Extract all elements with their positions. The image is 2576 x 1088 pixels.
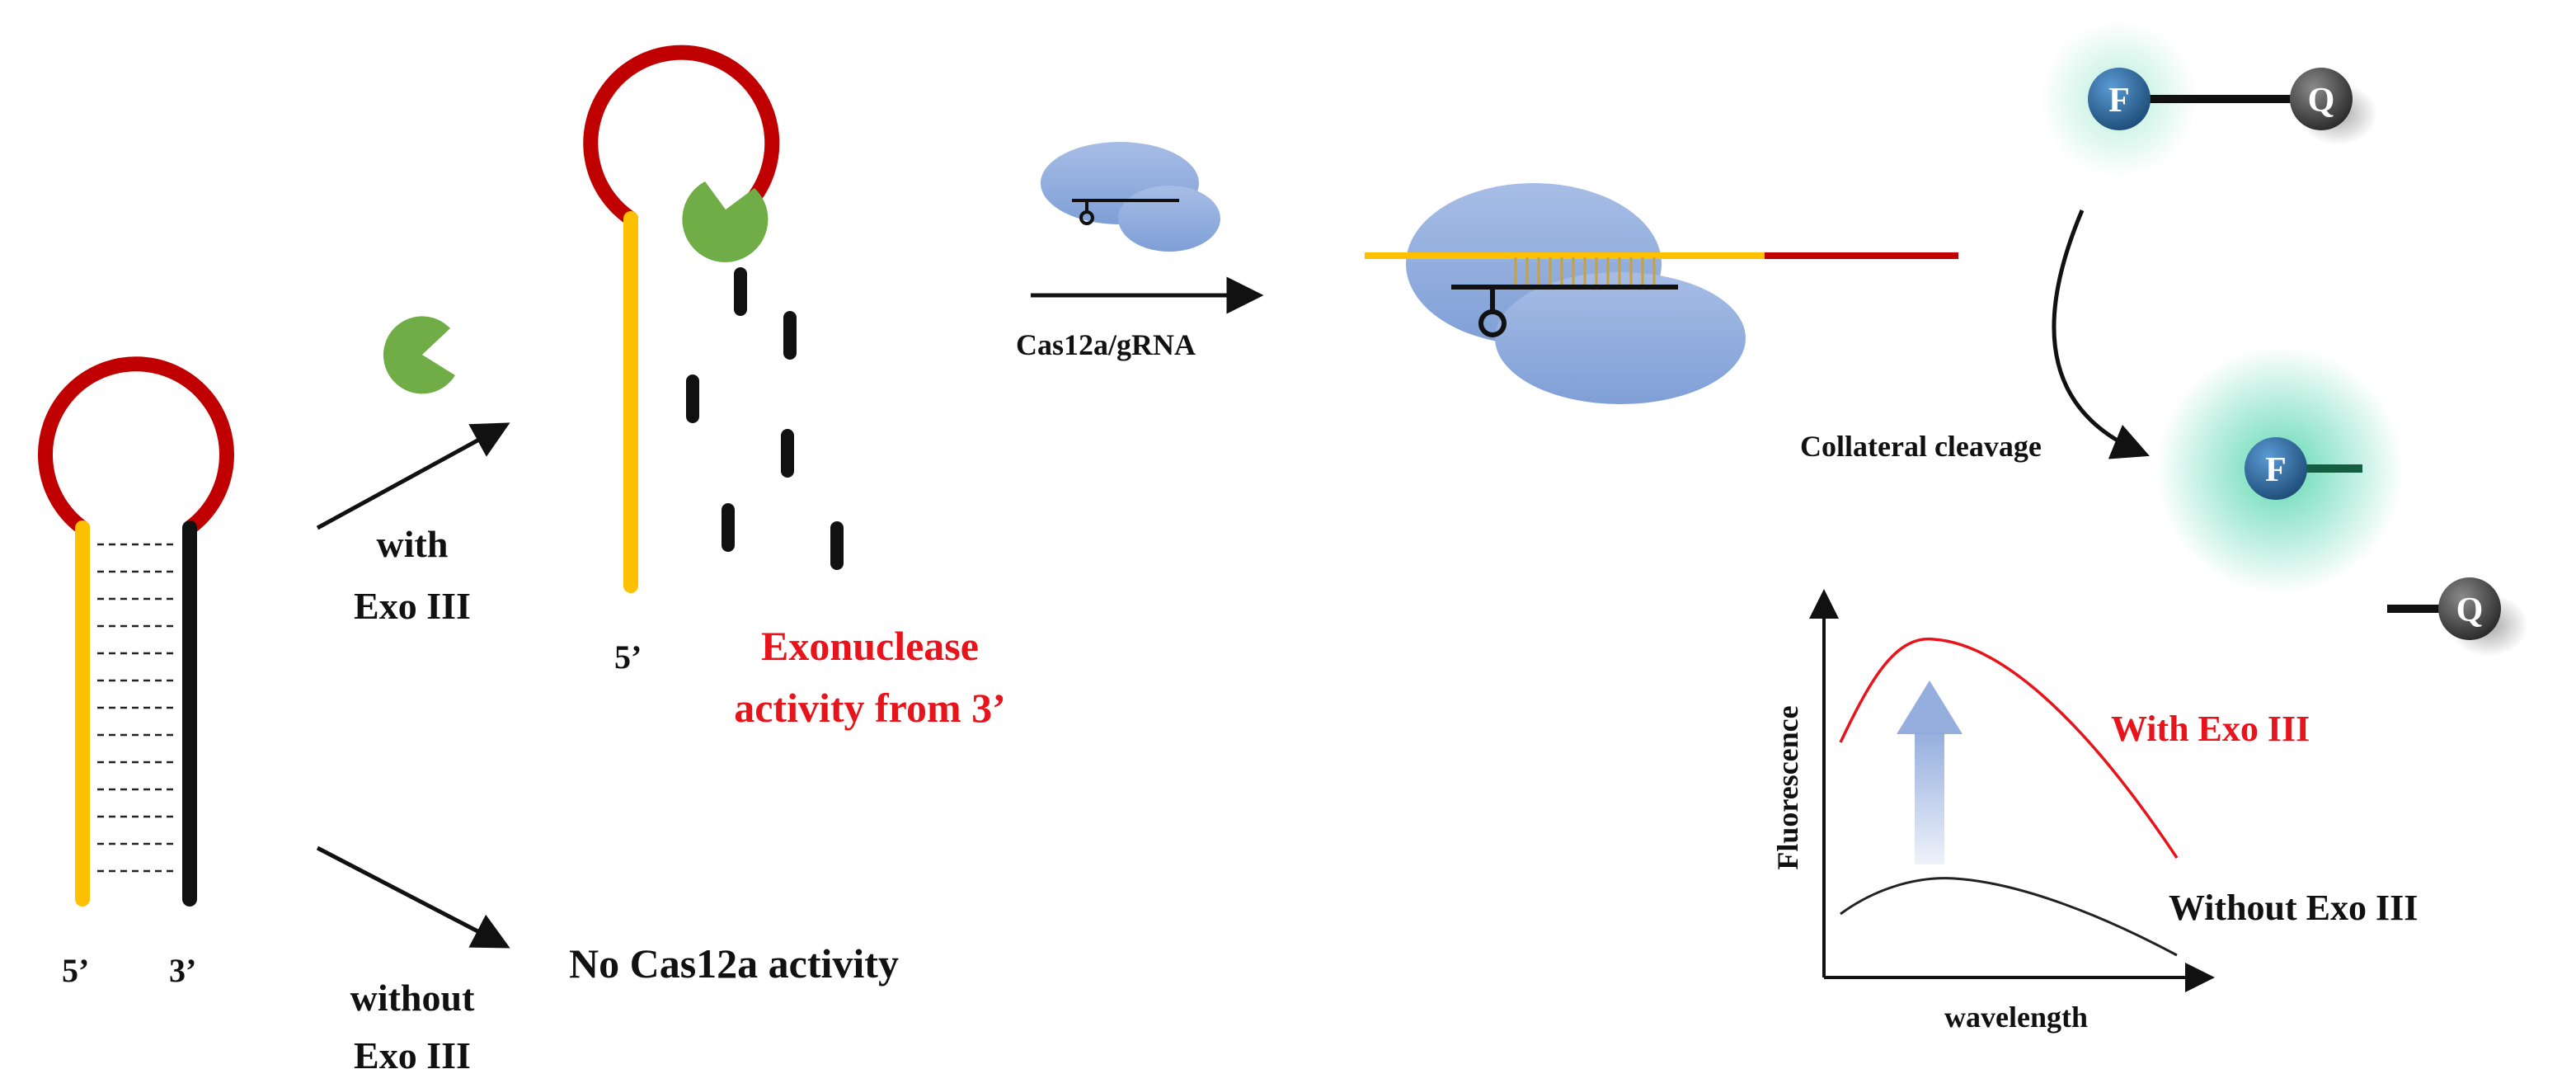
cas12a-free-icon: [1041, 142, 1220, 252]
label-no-activity: No Cas12a activity: [569, 940, 899, 987]
legend-with-exo: With Exo III: [2111, 709, 2310, 749]
label-5prime: 5’: [62, 952, 89, 989]
base-pairs: [97, 543, 175, 873]
label-exonuclease: Exonuclease: [761, 623, 979, 669]
branch-without-exo: without Exo III No Cas12a activity: [316, 845, 899, 1076]
quencher-icon: [2290, 68, 2353, 130]
label-3prime: 3’: [169, 952, 196, 989]
label-without: without: [350, 977, 475, 1019]
label-without-exo: Exo III: [354, 1034, 471, 1076]
free-fluorophore-icon: [2245, 437, 2307, 500]
arrow-without-exo: [316, 845, 510, 949]
series-line-without-exo: [1840, 877, 2178, 957]
y-axis-label: Fluorescence: [1771, 705, 1804, 869]
label-activity-from-3prime: activity from 3’: [734, 685, 1006, 731]
label-with: with: [377, 523, 449, 565]
reporter-cleaved: F Q: [2156, 346, 2528, 657]
fluorophore-icon: [2088, 68, 2151, 130]
cas12a-grna-step: Cas12a/gRNA: [1016, 142, 1264, 361]
series-line-with-exo: [1839, 638, 2179, 859]
free-quencher-label: Q: [2456, 591, 2484, 629]
increase-arrow-icon: [1897, 681, 1963, 864]
free-quencher-icon: [2438, 577, 2501, 640]
branch-with-exo: with Exo III: [316, 316, 510, 627]
exonuclease-bound-icon: [682, 181, 769, 262]
quencher-label: Q: [2308, 82, 2335, 120]
x-axis-label: wavelength: [1944, 1001, 2088, 1034]
cleaved-nucleotides: [686, 267, 844, 570]
label-digested-5prime: 5’: [614, 638, 642, 676]
hybridization-ticks: [1514, 257, 1656, 285]
grna-hairpin-icon: [1478, 309, 1507, 337]
cas12a-complex: [1365, 183, 1958, 404]
label-cas12a-grna: Cas12a/gRNA: [1016, 328, 1196, 361]
exonuclease-enzyme-icon: [383, 316, 455, 394]
label-collateral-cleavage: Collateral cleavage: [1800, 430, 2042, 463]
legend-without-exo: Without Exo III: [2169, 888, 2418, 928]
fluorophore-label: F: [2108, 82, 2130, 120]
fluorescence-plot: Fluorescence wavelength With Exo III Wit…: [1771, 589, 2418, 1034]
hairpin-probe: 5’ 3’: [38, 356, 234, 989]
reporter-intact: F Q: [2041, 21, 2377, 177]
arrow-collateral-cleavage: [2052, 210, 2150, 459]
arrow-with-exo: [316, 422, 510, 530]
label-with-exo: Exo III: [354, 585, 471, 627]
digested-loop: [583, 45, 780, 226]
free-fluorophore-label: F: [2265, 451, 2287, 489]
hairpin-loop: [38, 356, 234, 535]
digested-probe: 5’ Exonuclease activity from 3’: [583, 45, 1006, 731]
